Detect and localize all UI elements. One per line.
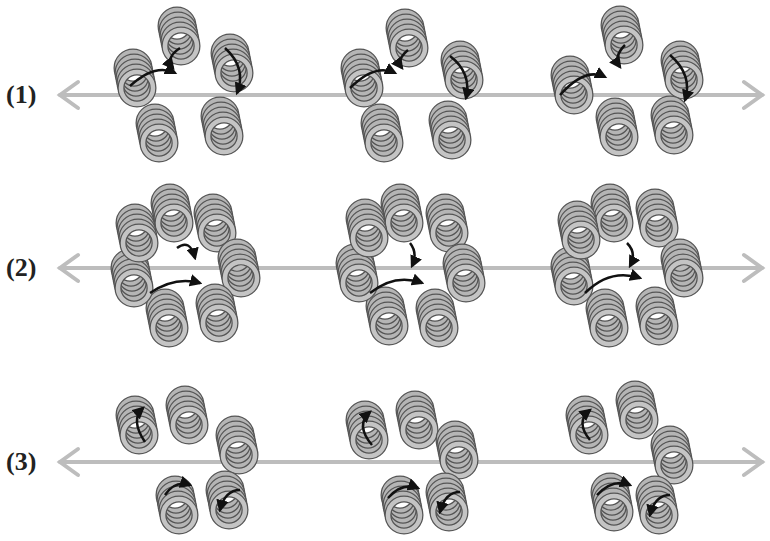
helix-bundle — [554, 9, 700, 153]
helix-bundle — [569, 384, 690, 531]
helix-bundle — [554, 187, 700, 344]
row-label: (2) — [6, 255, 36, 281]
helix-bundle — [114, 187, 257, 344]
helix-bundle — [344, 12, 480, 159]
row-label: (1) — [6, 82, 36, 108]
helix-bundle — [119, 389, 255, 531]
grey-axis-arrows — [60, 82, 762, 475]
helix-bundle — [339, 187, 482, 344]
helix-bundle — [117, 10, 250, 159]
row-label: (3) — [6, 449, 36, 475]
helix-bundle — [349, 394, 475, 531]
